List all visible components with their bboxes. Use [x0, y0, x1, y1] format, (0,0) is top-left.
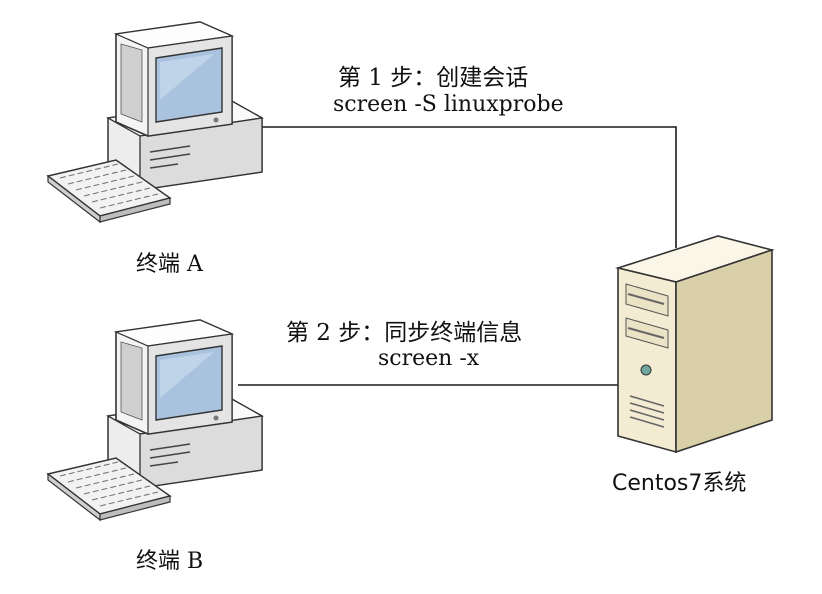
- step1-title: 第 1 步：创建会话: [338, 65, 529, 91]
- terminal-a-computer-icon: [46, 21, 264, 224]
- terminal-b-label: 终端 B: [136, 549, 204, 574]
- step1-command: screen -S linuxprobe: [333, 92, 564, 117]
- server-icon: [615, 235, 775, 454]
- terminal-a-label: 终端 A: [136, 252, 203, 277]
- step2-title: 第 2 步：同步终端信息: [286, 320, 523, 346]
- connector-terminal-a-server: [262, 126, 677, 248]
- server-label: Centos7系统: [612, 471, 747, 496]
- terminal-b-computer-icon: [46, 319, 264, 522]
- step2-command: screen -x: [378, 346, 480, 371]
